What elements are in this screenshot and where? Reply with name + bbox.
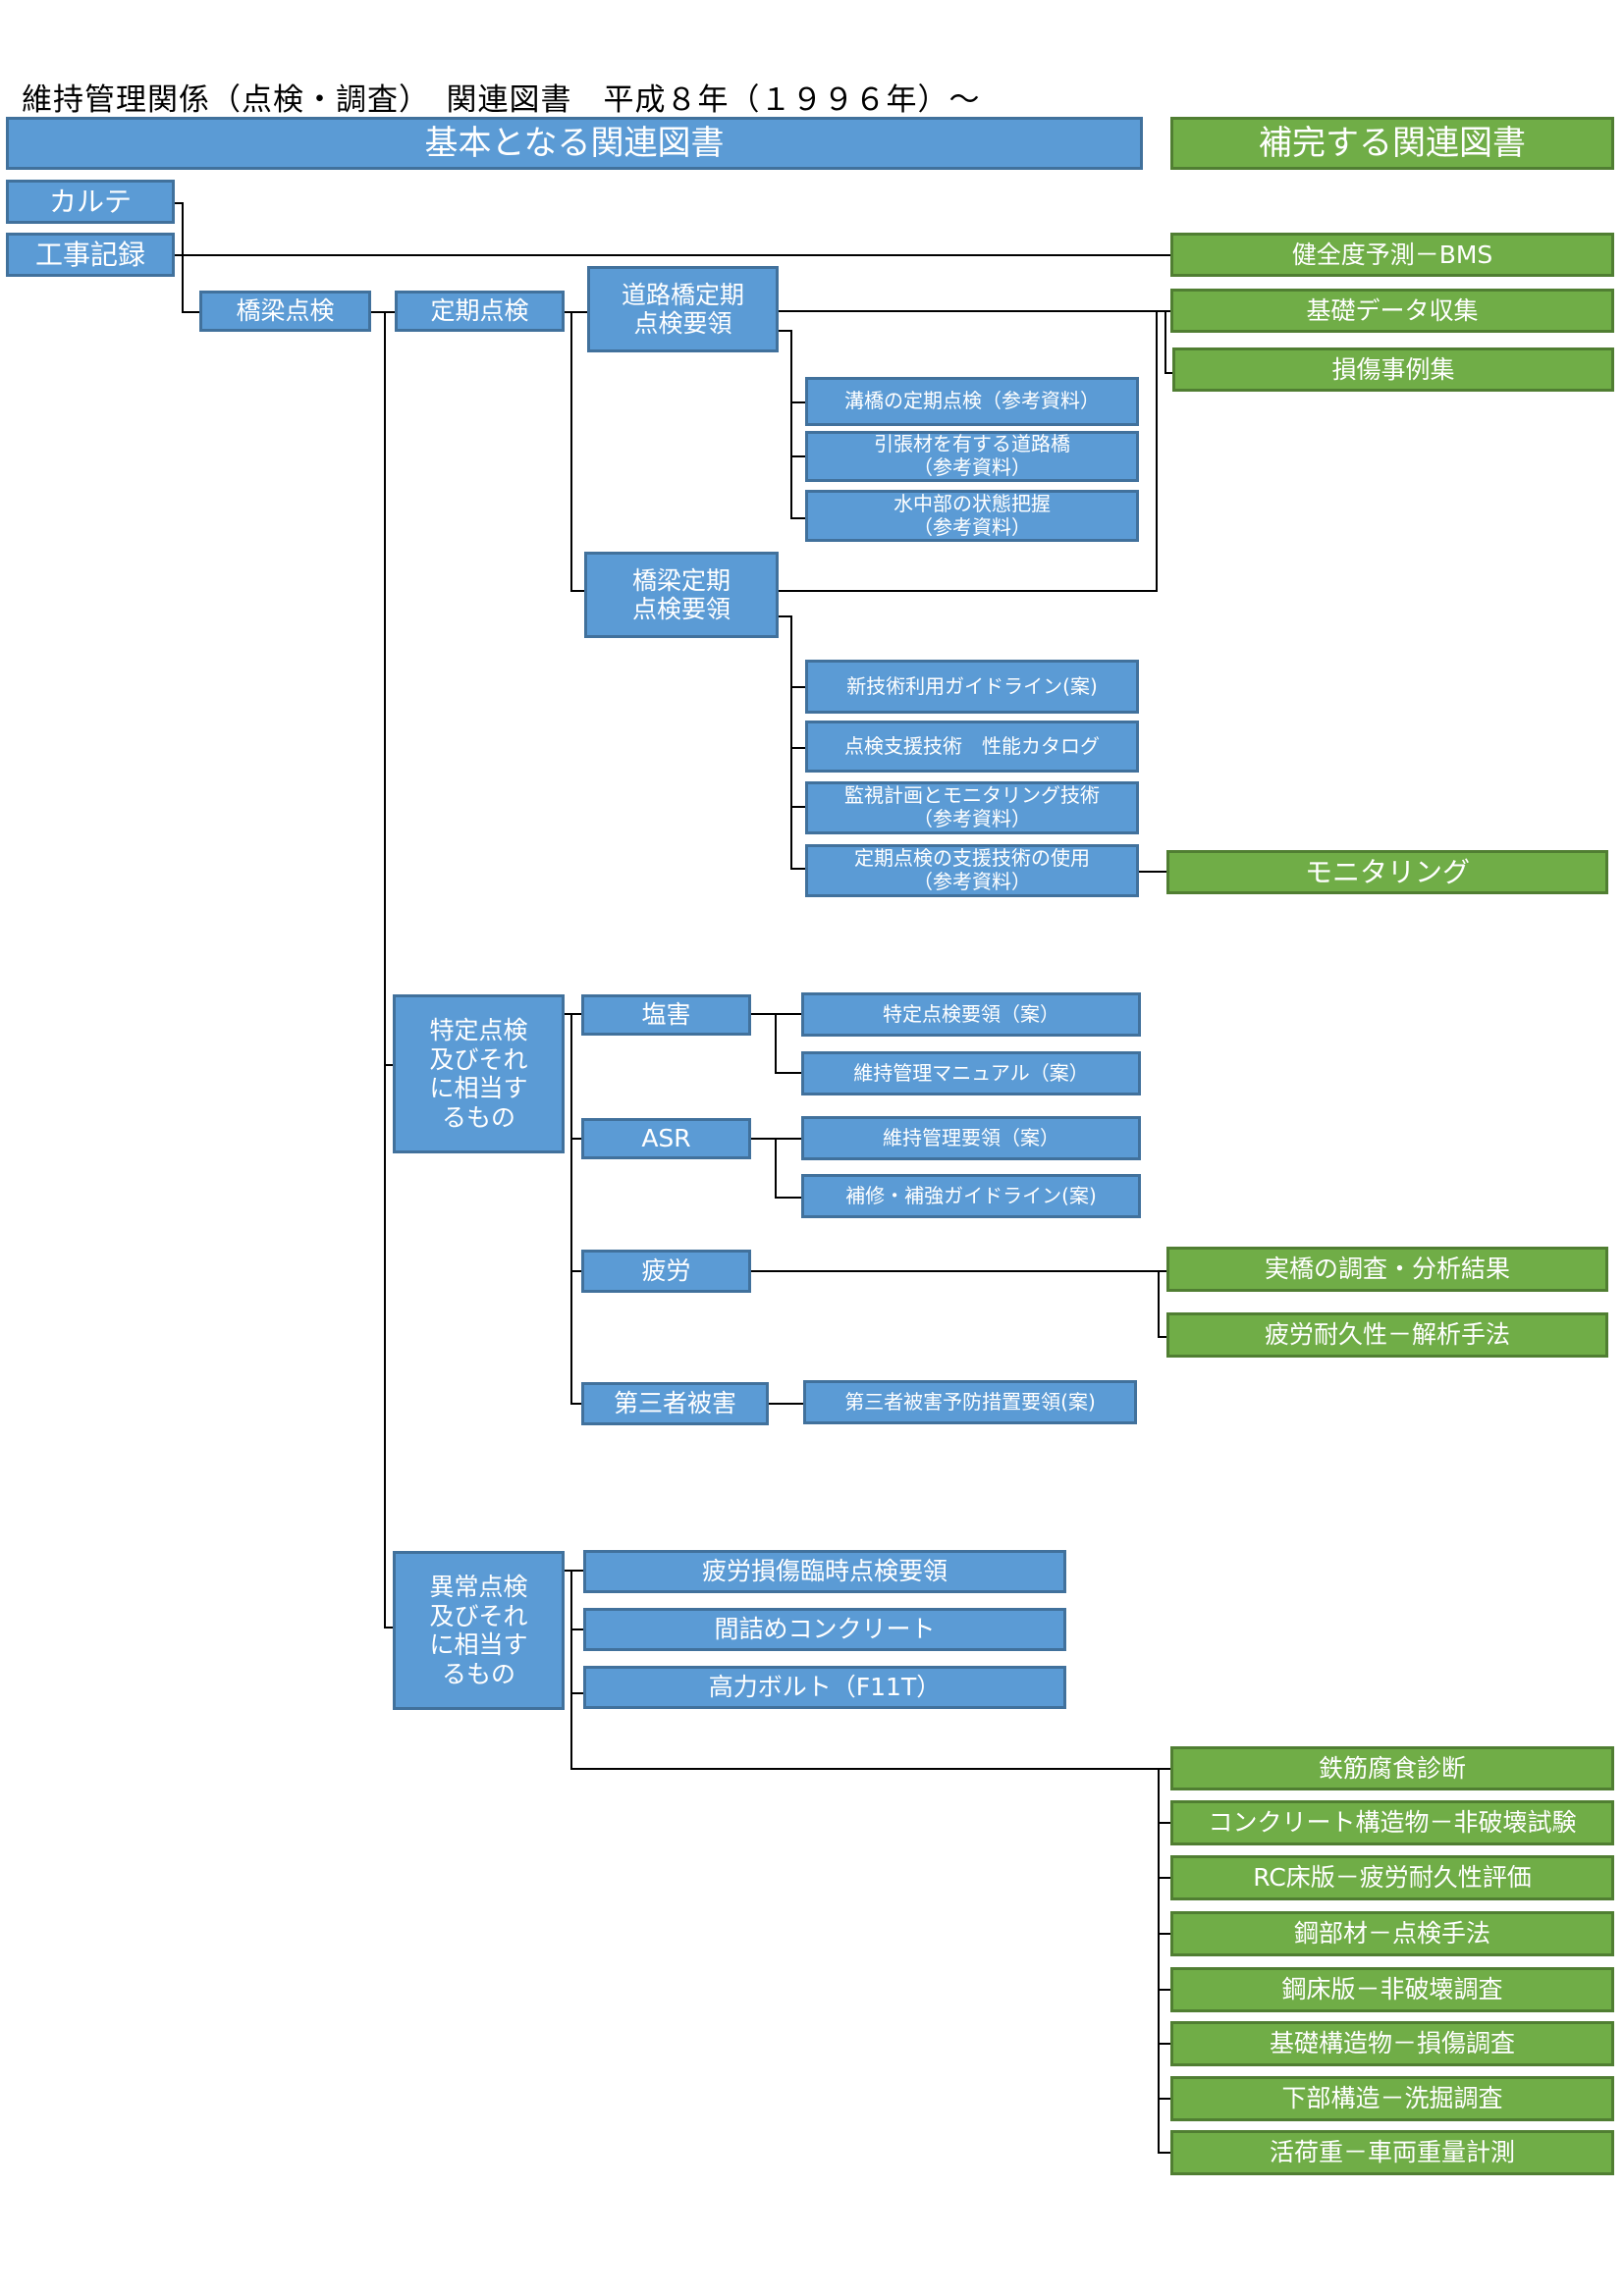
kyoryo-yoryo-line2: 点検要領 [631,595,731,623]
tokutei-tenken-box: 特定点検 及びそれ に相当す るもの [393,994,565,1153]
doro-ref-label: 溝橋の定期点検（参考資料） [844,389,1100,413]
jikkyo-box: 実橋の調査・分析結果 [1166,1247,1608,1292]
connector-kyoryo-green [779,311,1158,592]
connector-trunk [384,312,395,1629]
karte-box: カルテ [6,180,175,224]
bottom-green-box: コンクリート構造物－非破壊試験 [1170,1800,1614,1845]
ijo-line3: に相当す [429,1630,528,1659]
tokutei-line1: 特定点検 [429,1016,528,1044]
engai-box: 塩害 [581,994,751,1036]
header-basic: 基本となる関連図書 [6,117,1143,170]
asr-box: ASR [581,1118,751,1159]
kyoryo-ref-box: 点検支援技術 性能カタログ [805,721,1139,773]
kyoryo-tenken-box: 橋梁点検 [199,291,371,332]
tokutei-line2: 及びそれ [429,1044,528,1074]
connector-asr-refs [751,1138,801,1199]
kyoryo-yoryo-box: 橋梁定期 点検要領 [584,552,779,638]
ijo-line2: 及びそれ [429,1601,528,1630]
bottom-green-box: RC床版－疲労耐久性評価 [1170,1855,1614,1900]
connector-engai-refs [751,1013,801,1074]
tokutei-line4: るもの [441,1102,515,1132]
tokutei-line3: に相当す [429,1074,528,1102]
koji-kiroku-box: 工事記録 [6,233,175,277]
kyoryo-ref-box: 監視計画とモニタリング技術 （参考資料） [805,781,1139,834]
kenzendo-box: 健全度予測－BMS [1170,233,1614,277]
doro-ref-line2: （参考資料） [913,455,1031,479]
doro-yoryo-line1: 道路橋定期 [621,280,744,309]
doro-ref-box: 溝橋の定期点検（参考資料） [805,377,1139,426]
connector-hiro-green [751,1270,1170,1338]
kyoryo-ref-box: 定期点検の支援技術の使用 （参考資料） [805,844,1139,897]
engai-ref-box: 特定点検要領（案） [801,992,1141,1037]
ijo-ref-box: 疲労損傷臨時点検要領 [583,1550,1066,1593]
doro-yoryo-box: 道路橋定期 点検要領 [587,266,779,352]
ijo-ref-box: 高力ボルト（F11T） [583,1666,1066,1709]
connector-karte [175,202,199,313]
kyoryo-ref-line1: 監視計画とモニタリング技術 [844,783,1100,808]
connector-tokutei-branch [565,1013,581,1405]
doro-ref-line1: 引張材を有する道路橋 [874,432,1070,456]
doro-ref-box: 引張材を有する道路橋 （参考資料） [805,431,1139,482]
kyoryo-yoryo-line1: 橋梁定期 [631,565,731,595]
bottom-green-box: 活荷重－車両重量計測 [1170,2130,1614,2175]
connector-kyoryo-refs [779,615,805,870]
connector-doro-refs [779,330,805,519]
kyoryo-ref-label: 点検支援技術 性能カタログ [844,733,1100,758]
hiro-box: 疲労 [581,1250,751,1293]
header-supplement: 補完する関連図書 [1170,117,1614,170]
page-title: 維持管理関係（点検・調査） 関連図書 平成８年（１９９６年）～ [22,82,981,118]
ijo-line4: るもの [441,1659,515,1688]
bottom-green-box: 鉄筋腐食診断 [1170,1746,1614,1790]
doro-yoryo-line2: 点検要領 [633,309,732,338]
doro-ref-box: 水中部の状態把握 （参考資料） [805,490,1139,542]
kyoryo-ref-label: 新技術利用ガイドライン(案) [846,673,1098,698]
connector-teiki-branch [570,312,587,592]
daisansha-box: 第三者被害 [581,1382,769,1425]
kyoryo-ref-line2: （参考資料） [913,807,1031,830]
doro-ref-line2: （参考資料） [913,514,1031,539]
connector-bottom-greens [1158,1769,1172,2154]
kyoryo-ref-box: 新技術利用ガイドライン(案) [805,660,1139,714]
monitoring-box: モニタリング [1166,850,1608,894]
ijo-tenken-box: 異常点検 及びそれ に相当す るもの [393,1551,565,1710]
teiki-tenken-box: 定期点検 [395,291,565,332]
bottom-green-box: 下部構造－洗掘調査 [1170,2076,1614,2121]
sonsho-jirei-box: 損傷事例集 [1172,347,1614,392]
doro-ref-line1: 水中部の状態把握 [893,491,1051,515]
hiro-taikyu-box: 疲労耐久性－解析手法 [1166,1312,1608,1358]
daisansha-ref-box: 第三者被害予防措置要領(案) [803,1380,1137,1424]
ijo-line1: 異常点検 [429,1573,528,1601]
kyoryo-ref-line1: 定期点検の支援技術の使用 [854,846,1090,871]
asr-ref-box: 維持管理要領（案） [801,1116,1141,1160]
engai-ref-box: 維持管理マニュアル（案） [801,1051,1141,1095]
kiso-data-box: 基礎データ収集 [1170,289,1614,333]
connector-ijo-refs [565,1570,583,1694]
asr-ref-box: 補修・補強ガイドライン(案) [801,1174,1141,1218]
connector-ijo-bottom [570,1693,1172,1770]
bottom-green-box: 鋼部材－点検手法 [1170,1911,1614,1956]
bottom-green-box: 鋼床版－非破壊調査 [1170,1967,1614,2012]
ijo-ref-box: 間詰めコンクリート [583,1608,1066,1651]
bottom-green-box: 基礎構造物－損傷調査 [1170,2021,1614,2066]
kyoryo-ref-line2: （参考資料） [913,870,1031,893]
